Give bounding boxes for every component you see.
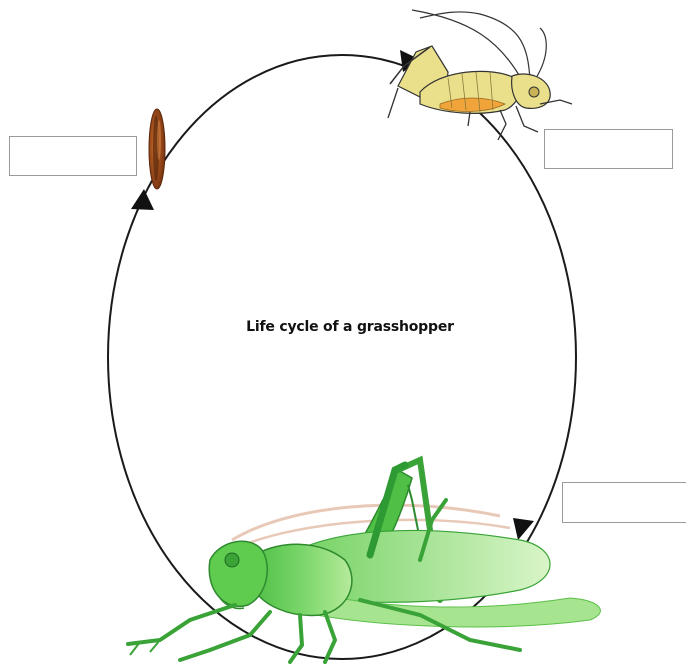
- adult-grasshopper-icon: [128, 460, 600, 662]
- nymph-grasshopper-icon: [388, 10, 572, 140]
- egg-label-box[interactable]: [9, 136, 137, 176]
- nymph-label-box[interactable]: [544, 129, 673, 169]
- adult-label-box[interactable]: [562, 482, 686, 523]
- arrow-to-egg: [131, 189, 154, 210]
- diagram-title: Life cycle of a grasshopper: [180, 319, 520, 335]
- egg-icon: [149, 109, 165, 189]
